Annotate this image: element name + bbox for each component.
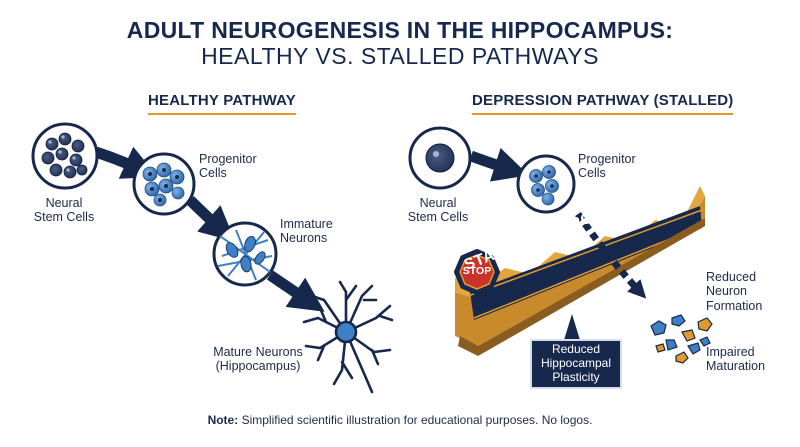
stop-sign-label: STOP	[462, 265, 492, 277]
stalled-progenitor-cells-icon	[516, 154, 576, 214]
impaired-maturation-label: Impaired Maturation	[706, 345, 766, 374]
arrow-stalled-stem-to-progenitor	[469, 147, 529, 182]
neurogenesis-barrier	[455, 186, 705, 356]
healthy-mature-label: Mature Neurons (Hippocampus)	[213, 345, 303, 374]
stalled-dashed-arrow	[575, 212, 647, 299]
arrow-stem-to-progenitor	[94, 146, 159, 179]
healthy-progenitor-label: Progenitor Cells	[199, 152, 257, 181]
progenitor-cells-icon	[132, 152, 196, 216]
immature-neurons-icon	[212, 221, 278, 287]
healthy-immature-label: Immature Neurons	[280, 217, 333, 246]
mature-neuron-icon	[302, 280, 394, 394]
footnote-prefix: Note:	[207, 413, 239, 427]
depression-stem-cells-label: Neural Stem Cells	[407, 196, 469, 225]
stop-sign-icon	[454, 249, 500, 295]
footnote: Note: Simplified scientific illustration…	[0, 413, 800, 427]
healthy-pathway-heading: HEALTHY PATHWAY	[148, 92, 297, 115]
arrow-progenitor-to-immature	[186, 196, 236, 242]
title-line-2: HEALTHY VS. STALLED PATHWAYS	[201, 42, 599, 69]
diagram-title: ADULT NEUROGENESIS IN THE HIPPOCAMPUS: H…	[0, 17, 800, 70]
reduced-plasticity-callout: Reduced Hippocampal Plasticity	[530, 339, 622, 389]
fragmented-cells	[650, 314, 713, 364]
healthy-stem-cells-label: Neural Stem Cells	[33, 196, 95, 225]
arrow-immature-to-mature	[266, 270, 325, 312]
footnote-text: Simplified scientific illustration for e…	[238, 413, 593, 427]
title-line-1: ADULT NEUROGENESIS IN THE HIPPOCAMPUS:	[126, 17, 674, 43]
reduced-plasticity-text: Reduced Hippocampal Plasticity	[540, 342, 612, 384]
depression-pathway-heading: DEPRESSION PATHWAY (STALLED)	[472, 92, 734, 115]
neural-stem-cells-icon	[31, 122, 99, 190]
reduced-formation-label: Reduced Neuron Formation	[706, 270, 763, 313]
depression-progenitor-label: Progenitor Cells	[578, 152, 636, 181]
stalled-stem-cell-icon	[408, 126, 472, 190]
